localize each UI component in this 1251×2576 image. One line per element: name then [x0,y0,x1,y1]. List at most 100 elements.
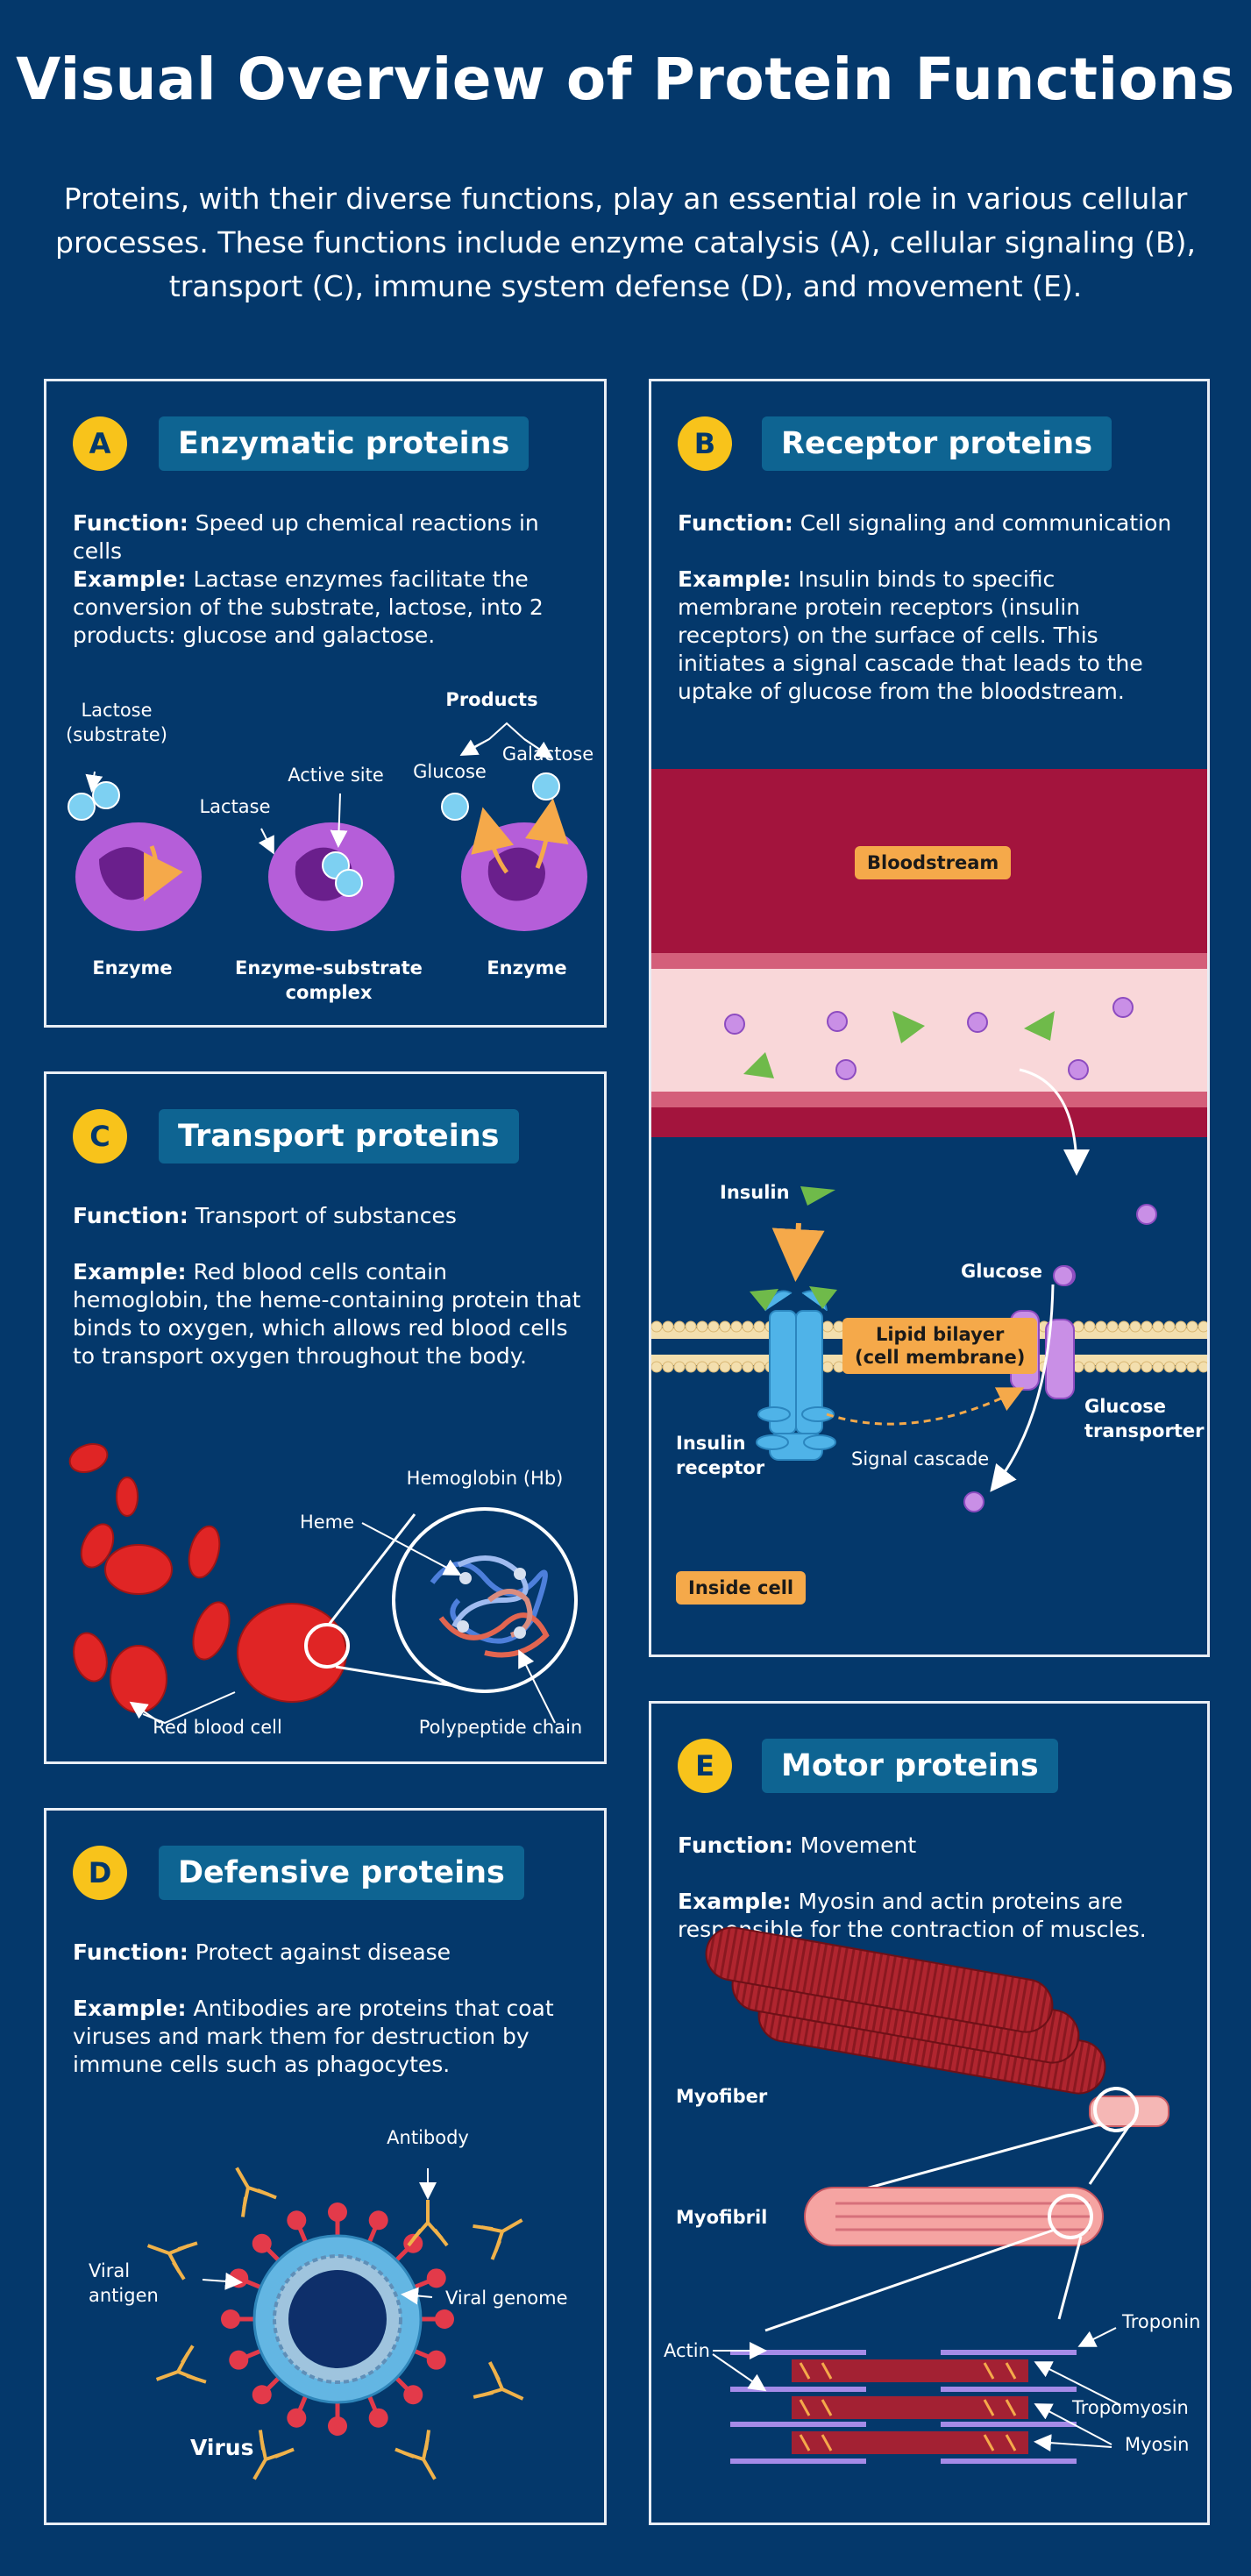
label-glucose: Glucose [961,1261,1042,1282]
label-receptor-line1: Insulin [676,1433,746,1454]
function-text: Function: Transport of substances [73,1202,590,1230]
label-enzyme-right: Enzyme [487,957,566,978]
bloodstream-lumen [651,969,1207,1092]
label-enzyme-left: Enzyme [92,957,172,978]
label-actin: Actin [664,2340,710,2361]
example-label: Example: [678,1889,792,1914]
function-value: Protect against disease [195,1939,451,1965]
panel-heading: Enzymatic proteins [159,416,530,471]
label-tropomyosin: Tropomyosin [1071,2397,1189,2418]
insulin-receptor [756,1290,836,1461]
receptor-diagram: Insulin Glucose Insulin receptor Signal … [651,769,1207,1512]
lipid-line2: (cell membrane) [855,1347,1026,1368]
panel-heading: Defensive proteins [159,1846,524,1900]
myofibril [804,2187,1104,2246]
example-value: Antibodies are proteins that coat viruse… [73,1996,554,2077]
label-transporter-line1: Glucose [1084,1396,1166,1417]
function-label: Function: [678,510,793,536]
page-title: Visual Overview of Protein Functions [16,46,1235,113]
function-text: Function: Protect against disease [73,1939,590,1967]
label-complex-line1: Enzyme-substrate [235,957,423,978]
label-antigen-line1: Viral [89,2260,130,2281]
example-label: Example: [73,1996,187,2021]
inside-cell-tag: Inside cell [676,1571,807,1605]
label-myofibril: Myofibril [676,2207,767,2228]
enzyme-substrate-complex [268,822,394,931]
panel-motor: E Motor proteins Function: Movement Exam… [649,1701,1210,2525]
function-value: Transport of substances [195,1203,457,1228]
viral-genome [288,2270,387,2368]
example-text: Example: Red blood cells contain hemoglo… [73,1258,581,1370]
function-value: Speed up chemical reactions in cells [73,510,539,564]
label-hemoglobin: Hemoglobin (Hb) [407,1468,564,1489]
label-antigen-line2: antigen [89,2285,159,2306]
label-troponin: Troponin [1121,2311,1200,2332]
label-myofiber: Myofiber [676,2086,768,2107]
lipid-bilayer-tag: Lipid bilayer (cell membrane) [842,1318,1038,1374]
panel-badge: D [73,1846,127,1900]
myofiber [705,1926,1169,2127]
example-value: Myosin and actin proteins are responsibl… [678,1889,1147,1942]
example-label: Example: [678,566,792,592]
label-glucose: Glucose [413,761,487,782]
label-heme: Heme [300,1512,354,1533]
sarcomere [730,2350,1077,2464]
antibodies [146,2167,524,2480]
label-antibody: Antibody [387,2127,469,2148]
panel-badge: B [678,416,732,471]
label-viral-genome: Viral genome [445,2288,568,2309]
example-text: Example: Antibodies are proteins that co… [73,1995,581,2079]
enzyme-shape [75,822,202,931]
muscle-diagram: Myofiber Myofibril Actin Troponin Tropom… [664,1926,1200,2464]
label-galactose: Galactose [502,744,594,765]
virus-diagram: Antibody Viral antigen Viral genome Viru… [89,2127,568,2480]
function-text: Function: Speed up chemical reactions in… [73,509,590,566]
example-label: Example: [73,566,187,592]
red-blood-cells [68,1443,347,1713]
label-myosin: Myosin [1125,2434,1189,2455]
function-label: Function: [73,1203,188,1228]
function-text: Function: Movement [678,1832,1195,1860]
label-receptor-line2: receptor [676,1457,765,1478]
intro-text: Proteins, with their diverse functions, … [55,181,1196,303]
label-transporter-line2: transporter [1084,1420,1205,1441]
label-substrate: (substrate) [66,724,167,745]
label-lactase: Lactase [199,796,270,817]
glucose-molecules [724,997,1157,1512]
lipid-line1: Lipid bilayer [875,1324,1005,1345]
label-active-site: Active site [288,765,384,786]
panel-badge: C [73,1109,127,1163]
panel-badge: E [678,1739,732,1793]
panel-heading: Motor proteins [762,1739,1058,1793]
label-products: Products [445,689,537,710]
insulin-molecules [743,1011,1055,1206]
example-text: Example: Lactase enzymes facilitate the … [73,566,564,650]
enzyme-diagram: Lactose (substrate) Lactase Active site … [66,689,594,1003]
label-complex-line2: complex [286,982,373,1003]
label-polypeptide-chain: Polypeptide chain [419,1717,582,1738]
heme-groups [457,1568,526,1639]
panel-transport: C Transport proteins Function: Transport… [44,1071,607,1764]
label-insulin: Insulin [720,1182,790,1203]
function-label: Function: [73,1939,188,1965]
label-signal-cascade: Signal cascade [851,1448,989,1469]
function-label: Function: [73,510,188,536]
example-value: Red blood cells contain hemoglobin, the … [73,1259,581,1369]
panel-defensive: D Defensive proteins Function: Protect a… [44,1808,607,2525]
enzyme-shape-products [461,798,587,931]
featured-red-blood-cell [237,1603,347,1703]
function-label: Function: [678,1832,793,1858]
panel-receptor: B Receptor proteins Function: Cell signa… [649,379,1210,1657]
label-lactose: Lactose [81,700,152,721]
function-value: Cell signaling and communication [800,510,1172,536]
example-value: Lactase enzymes facilitate the conversio… [73,566,544,648]
panel-heading: Receptor proteins [762,416,1112,471]
glucose-molecule [441,793,469,821]
function-value: Movement [800,1832,917,1858]
label-virus: Virus [190,2435,254,2460]
label-red-blood-cell: Red blood cell [153,1717,282,1738]
galactose-molecule [532,772,560,801]
panel-badge: A [73,416,127,471]
example-text: Example: Myosin and actin proteins are r… [678,1888,1169,1944]
lactose-molecule [68,781,120,821]
